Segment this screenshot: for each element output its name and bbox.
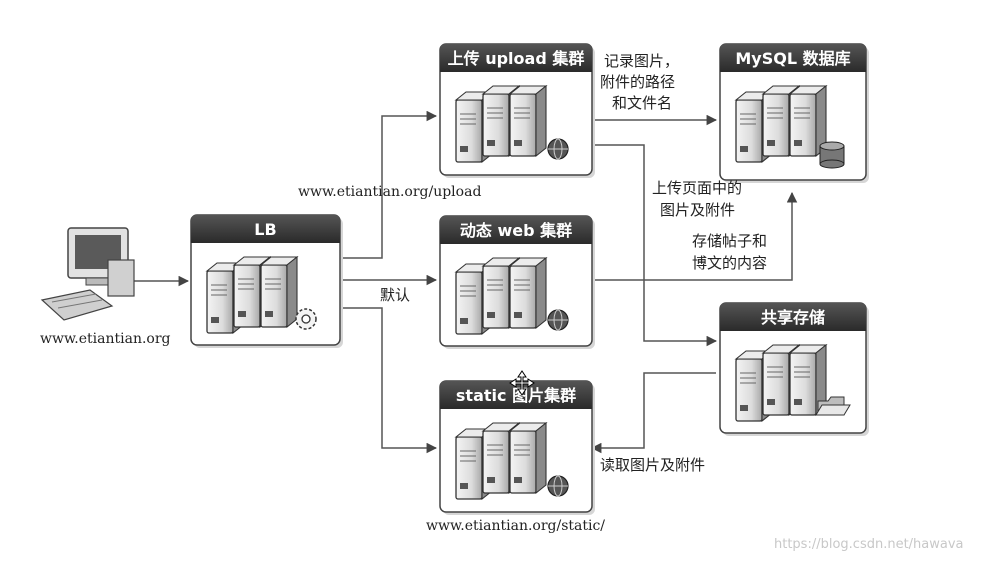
server-icon	[454, 84, 548, 164]
upload-page-label-line-1: 上传页面中的	[652, 179, 742, 197]
lb-box: LB	[190, 214, 343, 348]
globe-icon	[547, 309, 569, 331]
edge-upload-storage	[592, 144, 718, 347]
upload-page-label-line-2: 图片及附件	[660, 201, 735, 219]
folder-icon	[815, 396, 851, 416]
shared-storage-box-title: 共享存储	[761, 308, 825, 327]
edge-web-mysql	[592, 191, 798, 281]
client-host-label: www.etiantian.org	[40, 331, 171, 347]
move-cursor-icon	[509, 370, 535, 396]
edge-lb-static	[340, 307, 438, 454]
static-cluster-box: static 图片集群	[439, 380, 595, 515]
gear-icon	[295, 308, 317, 330]
static-cluster-box-title: static 图片集群	[456, 386, 576, 405]
edge-storage-static	[590, 372, 716, 454]
shared-storage-box: 共享存储	[719, 302, 869, 436]
globe-icon	[547, 138, 569, 160]
server-icon	[734, 343, 828, 423]
edge-lb-upload	[340, 110, 438, 259]
read-files-label: 读取图片及附件	[600, 456, 705, 474]
upload-cluster-box-title: 上传 upload 集群	[448, 49, 585, 68]
client-computer-icon	[40, 227, 135, 321]
lb-box-title: LB	[254, 220, 276, 239]
server-icon	[734, 84, 828, 164]
static-url-label: www.etiantian.org/static/	[426, 518, 605, 534]
mysql-box: MySQL 数据库	[719, 43, 869, 183]
record-label-line-3: 和文件名	[612, 94, 672, 112]
upload-url-label: www.etiantian.org/upload	[298, 184, 481, 200]
default-route-label: 默认	[380, 286, 410, 304]
server-icon	[454, 256, 548, 336]
watermark: https://blog.csdn.net/hawava	[774, 537, 964, 552]
store-posts-label-line-1: 存储帖子和	[692, 232, 767, 250]
web-cluster-box-title: 动态 web 集群	[460, 221, 572, 240]
server-icon	[205, 255, 299, 335]
server-icon	[454, 421, 548, 501]
mysql-box-title: MySQL 数据库	[735, 49, 850, 68]
record-label-line-1: 记录图片，	[604, 52, 679, 70]
store-posts-label-line-2: 博文的内容	[692, 254, 767, 272]
upload-cluster-box: 上传 upload 集群	[439, 43, 595, 178]
db-icon	[819, 141, 845, 169]
record-label-line-2: 附件的路径	[600, 73, 675, 91]
connectors	[132, 110, 798, 454]
web-cluster-box: 动态 web 集群	[439, 215, 595, 349]
globe-icon	[547, 475, 569, 497]
